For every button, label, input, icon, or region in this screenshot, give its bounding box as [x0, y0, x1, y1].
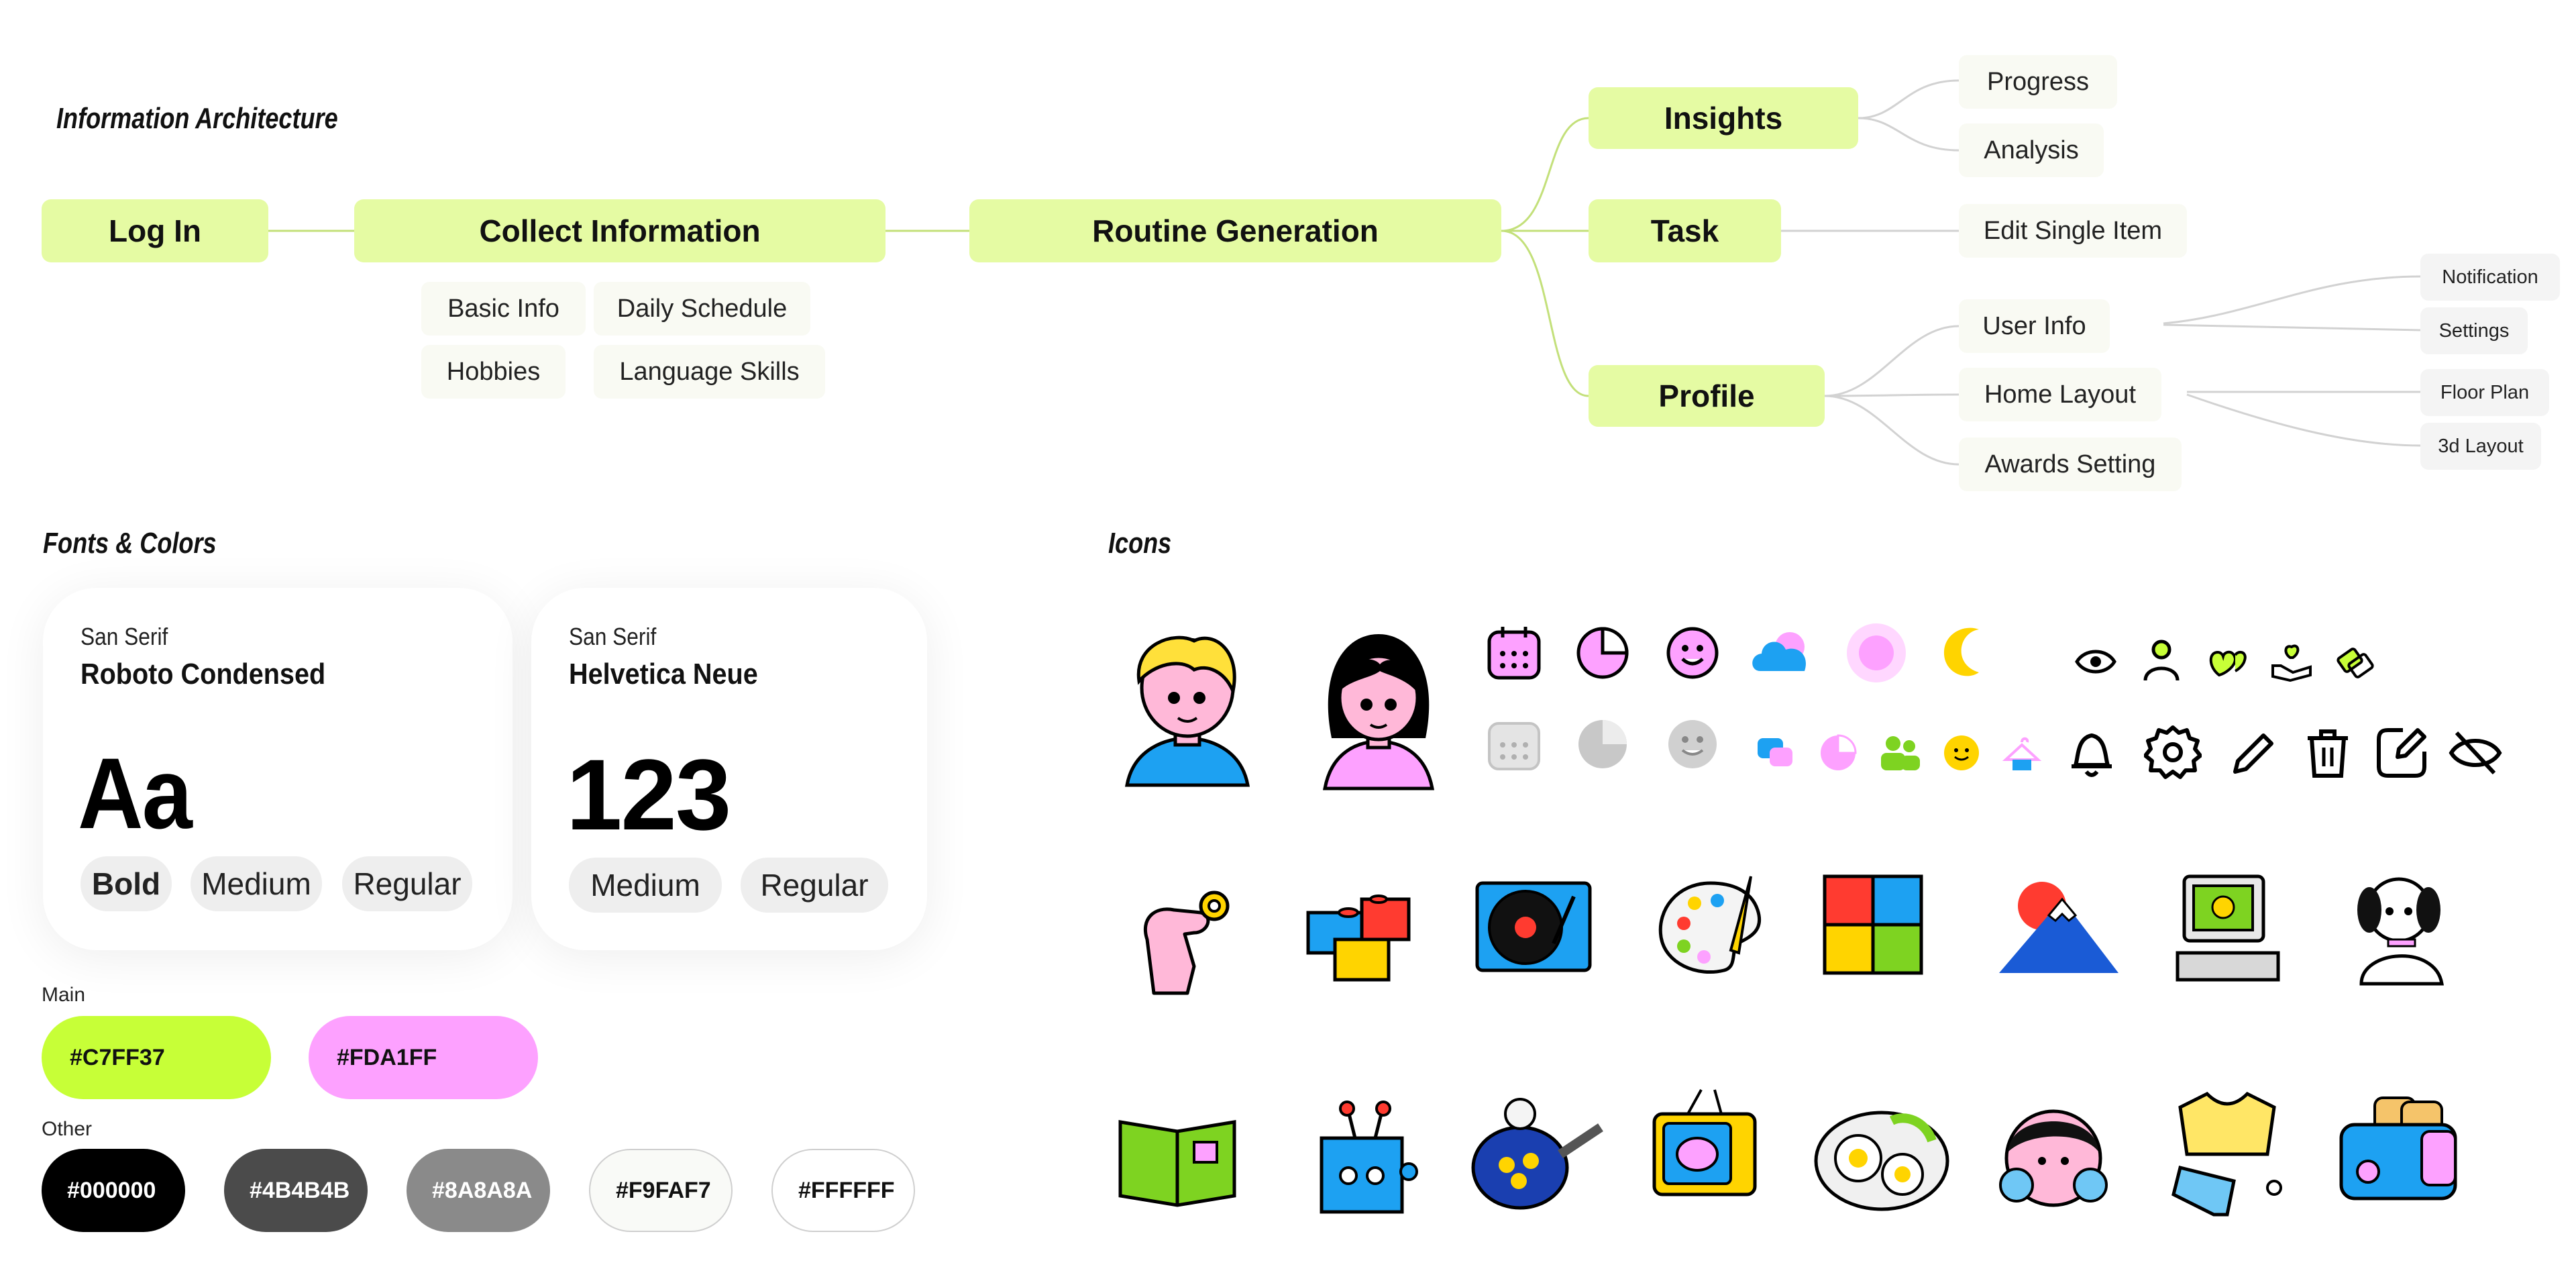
font-sample: 123 [566, 738, 731, 851]
puzzle-icon [1823, 874, 1923, 975]
hearts-icon [2209, 650, 2247, 677]
hanger-icon [2002, 737, 2042, 770]
weight-pill-medium: Medium [191, 856, 322, 911]
weight-pill-regular: Regular [342, 856, 472, 911]
ia-leaf-floor-plan: Floor Plan [2420, 369, 2549, 416]
main-colors-label: Main [42, 984, 86, 1006]
ia-node-task: Task [1589, 199, 1781, 262]
ia-leaf-settings: Settings [2420, 307, 2528, 354]
computer-icon [2176, 874, 2280, 982]
ia-connectors [268, 79, 2421, 466]
girl-avatar-icon [1323, 634, 1434, 790]
hand-ring-icon [1143, 890, 1230, 995]
turntable-icon [1475, 881, 1592, 972]
swatch-black: #000000 [42, 1149, 185, 1232]
puppy-icon [2357, 877, 2444, 986]
ia-node-profile: Profile [1589, 365, 1825, 427]
toaster-icon [2339, 1096, 2457, 1201]
swatch-main-green: #C7FF37 [42, 1016, 271, 1099]
emoji-icon [1944, 735, 1979, 770]
ia-node-login: Log In [42, 199, 268, 262]
font-name: Roboto Condensed [80, 658, 326, 691]
ia-node-routine-generation: Routine Generation [969, 199, 1501, 262]
handshake-icon [2337, 648, 2374, 678]
font-category: San Serif [569, 623, 657, 650]
swatch-off-white: #F9FAF7 [589, 1149, 733, 1232]
swatch-gray: #8A8A8A [407, 1149, 550, 1232]
swatch-white: #FFFFFF [771, 1149, 915, 1232]
edit-square-icon [2377, 728, 2426, 778]
ia-sub-home-layout: Home Layout [1959, 368, 2161, 421]
weight-pill-medium: Medium [569, 858, 722, 913]
sun-glow-icon [1847, 623, 1906, 682]
weight-pill-bold: Bold [80, 856, 172, 911]
blocks-icon [1306, 895, 1411, 982]
palette-icon [1658, 876, 1762, 974]
font-card-helvetica: San Serif Helvetica Neue 123 Medium Regu… [531, 588, 927, 950]
icons-section-title: Icons [1108, 527, 1172, 560]
crying-face-icon [1999, 1109, 2108, 1207]
ia-sub-awards-setting: Awards Setting [1959, 438, 2182, 491]
other-colors-label: Other [42, 1118, 93, 1140]
chat-icon [1758, 738, 1792, 766]
calendar-gray-icon [1488, 722, 1540, 770]
frying-pan-icon [1471, 1098, 1603, 1210]
font-name: Helvetica Neue [569, 658, 758, 691]
ia-sub-analysis: Analysis [1959, 123, 2104, 177]
clothes-icon [2171, 1091, 2282, 1217]
ia-sub-language-skills: Language Skills [594, 345, 825, 399]
ia-sub-daily-schedule: Daily Schedule [594, 282, 810, 336]
ia-leaf-3d-layout: 3d Layout [2420, 423, 2541, 470]
pie-chart-icon [1576, 627, 1629, 679]
fonts-colors-section-title: Fonts & Colors [43, 527, 217, 560]
font-sample: Aa [78, 737, 193, 850]
font-category: San Serif [80, 623, 168, 650]
moon-icon [1943, 627, 1979, 676]
robot-icon [1320, 1101, 1418, 1214]
ia-sub-basic-info: Basic Info [421, 282, 586, 336]
hand-heart-icon [2271, 644, 2312, 682]
tv-icon [1652, 1089, 1757, 1196]
eye-off-icon [2449, 731, 2502, 775]
mountain-icon [1999, 882, 2118, 973]
ia-sub-progress: Progress [1959, 55, 2117, 109]
pie-mini-icon [1821, 734, 1857, 770]
smile-icon [1666, 627, 1719, 679]
smile-gray-icon [1668, 720, 1717, 768]
cloud-icon [1752, 632, 1806, 671]
trash-icon [2308, 729, 2348, 778]
boy-avatar-icon [1125, 635, 1250, 787]
ia-sub-hobbies: Hobbies [421, 345, 566, 399]
weight-pill-regular: Regular [741, 858, 888, 913]
user-icon [2143, 640, 2180, 681]
ia-node-insights: Insights [1589, 87, 1858, 149]
swatch-main-pink: #FDA1FF [309, 1016, 538, 1099]
font-card-roboto: San Serif Roboto Condensed Aa Bold Mediu… [43, 588, 513, 950]
pie-chart-gray-icon [1578, 720, 1627, 768]
ia-node-collect-information: Collect Information [354, 199, 885, 262]
calendar-icon [1487, 627, 1541, 680]
book-icon [1118, 1120, 1236, 1207]
pencil-icon [2233, 733, 2273, 774]
users-icon [1881, 736, 1920, 770]
ia-leaf-notification: Notification [2420, 254, 2560, 301]
bell-icon [2072, 733, 2112, 777]
swatch-dark-gray: #4B4B4B [224, 1149, 368, 1232]
ia-section-title: Information Architecture [56, 102, 338, 135]
breakfast-plate-icon [1814, 1111, 1949, 1211]
ia-sub-edit-single-item: Edit Single Item [1959, 204, 2187, 258]
eye-icon [2075, 650, 2116, 674]
gear-icon [2144, 725, 2202, 779]
ia-sub-user-info: User Info [1959, 299, 2110, 353]
